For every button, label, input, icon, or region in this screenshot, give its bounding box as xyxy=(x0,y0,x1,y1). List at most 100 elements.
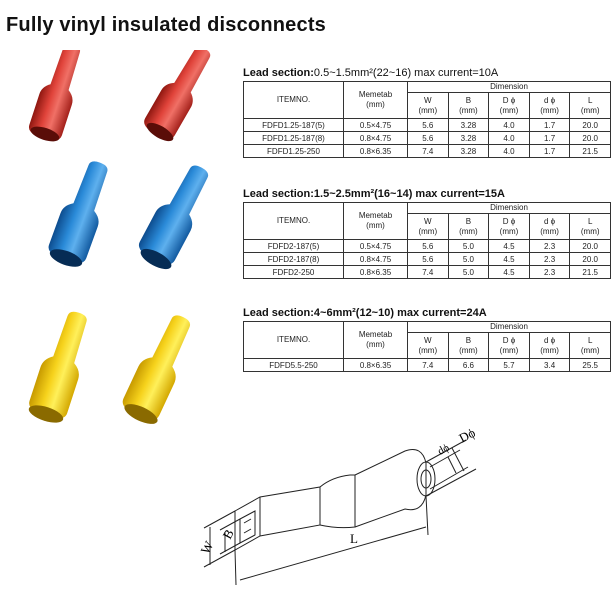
spec-section-2: Lead section:1.5~2.5mm²(16~14) max curre… xyxy=(243,187,611,279)
cell: 5.6 xyxy=(407,118,449,132)
cell: 0.5×4.75 xyxy=(343,239,408,253)
label-d-phi-small: dϕ xyxy=(436,442,452,458)
cell: 7.4 xyxy=(407,265,449,279)
cell: 6.6 xyxy=(447,358,490,372)
cell: FDFD1.25-187(8) xyxy=(243,131,344,145)
cell: 4.5 xyxy=(488,252,530,266)
spec-section-1: Lead section:0.5~1.5mm²(22~16) max curre… xyxy=(243,66,611,158)
red-terminal-left xyxy=(26,50,90,143)
cell: 7.4 xyxy=(407,144,449,158)
cell: 5.7 xyxy=(488,358,530,372)
cell: 25.5 xyxy=(569,358,611,372)
spec-section-3: Lead section:4~6mm²(12~10) max current=2… xyxy=(243,306,611,372)
cell: 1.7 xyxy=(528,131,571,145)
cell: 1.7 xyxy=(528,118,571,132)
col-small-dphi: d ϕ(mm) xyxy=(528,92,571,119)
cell: 3.28 xyxy=(447,118,490,132)
cell: 0.8×4.75 xyxy=(343,131,408,145)
cell: 2.3 xyxy=(528,252,571,266)
label-b: B xyxy=(219,526,236,541)
terminal-collar xyxy=(319,474,356,529)
cell: FDFD2-187(5) xyxy=(243,239,344,253)
cell: 0.8×6.35 xyxy=(343,144,408,158)
col-small-dphi: d ϕ(mm) xyxy=(528,213,571,240)
cell: 4.0 xyxy=(488,144,530,158)
dimension-header: Dimension xyxy=(407,321,611,333)
cell: 4.5 xyxy=(488,265,530,279)
col-dphi: D ϕ(mm) xyxy=(488,213,530,240)
col-l: L(mm) xyxy=(569,332,611,359)
cell: 3.4 xyxy=(528,358,571,372)
terminal-sleeve xyxy=(354,449,427,528)
cell: 2.3 xyxy=(528,265,571,279)
cell: 0.8×4.75 xyxy=(343,252,408,266)
cell: 3.28 xyxy=(447,131,490,145)
cell: 20.0 xyxy=(569,252,611,266)
blue-terminal-right xyxy=(135,158,220,270)
dimension-header: Dimension xyxy=(407,81,611,93)
red-terminal-right xyxy=(141,50,220,143)
cell: 20.0 xyxy=(569,118,611,132)
cell: 21.5 xyxy=(569,265,611,279)
col-w: W(mm) xyxy=(407,213,449,240)
cell: 20.0 xyxy=(569,131,611,145)
spec-table: ITEMNO. Memetab(mm) Dimension W(mm) B(mm… xyxy=(243,321,611,372)
section-heading: Lead section:4~6mm²(12~10) max current=2… xyxy=(243,307,487,319)
col-dphi: D ϕ(mm) xyxy=(488,92,530,119)
yellow-terminal-left xyxy=(26,306,98,423)
yellow-terminal-right xyxy=(119,308,202,424)
col-b: B(mm) xyxy=(447,92,490,119)
cell: 4.0 xyxy=(488,118,530,132)
col-l: L(mm) xyxy=(569,213,611,240)
cell: 0.8×6.35 xyxy=(343,358,408,372)
col-w: W(mm) xyxy=(407,92,449,119)
cell: 3.28 xyxy=(447,144,490,158)
col-small-dphi: d ϕ(mm) xyxy=(528,332,571,359)
blue-terminal-left xyxy=(46,155,119,267)
cell: 4.0 xyxy=(488,131,530,145)
item-header: ITEMNO. xyxy=(243,321,344,359)
label-d-phi-large: Dϕ xyxy=(456,425,478,446)
cell: 5.6 xyxy=(407,252,449,266)
col-l: L(mm) xyxy=(569,92,611,119)
cell: 0.8×6.35 xyxy=(343,265,408,279)
cell: 7.4 xyxy=(407,358,449,372)
terminal-dimension-drawing: Dϕ dϕ B W L xyxy=(197,425,478,586)
section-heading: Lead section:0.5~1.5mm²(22~16) max curre… xyxy=(243,67,499,79)
cell: 1.7 xyxy=(528,144,571,158)
cell: 5.0 xyxy=(447,252,490,266)
cell: FDFD1.25-250 xyxy=(243,144,344,158)
product-photo xyxy=(26,50,220,424)
cell: 5.0 xyxy=(447,265,490,279)
cell: 20.0 xyxy=(569,239,611,253)
cell: 5.6 xyxy=(407,131,449,145)
cell: FDFD5.5-250 xyxy=(243,358,344,372)
cell: 2.3 xyxy=(528,239,571,253)
label-w: W xyxy=(197,538,216,557)
cell: 4.5 xyxy=(488,239,530,253)
memetab-header: Memetab(mm) xyxy=(343,81,408,119)
page-title: Fully vinyl insulated disconnects xyxy=(6,14,327,36)
spec-table: ITEMNO. Memetab(mm) Dimension W(mm) B(mm… xyxy=(243,202,611,279)
dimension-header: Dimension xyxy=(407,202,611,214)
cell: FDFD2-250 xyxy=(243,265,344,279)
item-header: ITEMNO. xyxy=(243,81,344,119)
cell: FDFD2-187(8) xyxy=(243,252,344,266)
cell: 5.0 xyxy=(447,239,490,253)
cell: 5.6 xyxy=(407,239,449,253)
col-w: W(mm) xyxy=(407,332,449,359)
cell: FDFD1.25-187(5) xyxy=(243,118,344,132)
col-dphi: D ϕ(mm) xyxy=(488,332,530,359)
section-heading: Lead section:1.5~2.5mm²(16~14) max curre… xyxy=(243,188,505,200)
cell: 21.5 xyxy=(569,144,611,158)
label-l: L xyxy=(350,531,358,546)
memetab-header: Memetab(mm) xyxy=(343,202,408,240)
col-b: B(mm) xyxy=(447,213,490,240)
cell: 0.5×4.75 xyxy=(343,118,408,132)
